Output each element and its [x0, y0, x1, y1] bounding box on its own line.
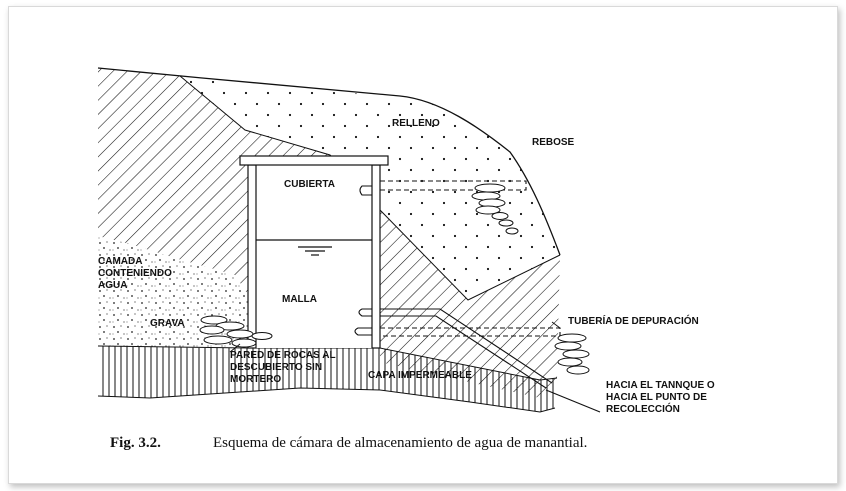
- label-hacia-1: HACIA EL TANNQUE O: [606, 380, 715, 391]
- chamber-cover: [239, 155, 389, 166]
- chamber-interior: [256, 165, 372, 348]
- leader-lines: [229, 321, 561, 353]
- caption-number: Fig. 3.2.: [110, 435, 161, 451]
- label-pared-2: DESCUBIERTO SIN: [230, 362, 322, 373]
- label-camada-1: CAMADA: [98, 256, 142, 267]
- label-pared-3: MORTERO: [230, 374, 281, 385]
- label-relleno: RELLENO: [392, 118, 440, 129]
- label-camada-3: AGUA: [98, 280, 127, 291]
- rock-pile-rebose: [471, 183, 519, 235]
- ground-surface-line: [97, 67, 561, 256]
- rock-pile-outlet: [554, 333, 590, 375]
- label-pared-1: PARED DE ROCAS AL: [230, 350, 336, 361]
- label-malla: MALLA: [282, 294, 317, 305]
- chamber-wall-left: [247, 164, 257, 349]
- rock-pile-wall: [199, 315, 273, 348]
- label-capa: CAPA IMPERMEABLE: [368, 370, 472, 381]
- label-hacia-2: HACIA EL PUNTO DE: [606, 392, 707, 403]
- label-grava: GRAVA: [150, 318, 185, 329]
- label-camada-2: CONTENIENDO: [98, 268, 172, 279]
- overflow-pipe: [359, 180, 527, 196]
- label-hacia-3: RECOLECCIÓN: [606, 402, 680, 415]
- caption-text: Esquema de cámara de almacenamiento de a…: [213, 435, 587, 451]
- label-tuberia: TUBERÍA DE DEPURACIÓN: [568, 314, 699, 327]
- label-rebose: REBOSE: [532, 137, 575, 148]
- upper-soil-hatch: [98, 68, 560, 398]
- label-cubierta: CUBIERTA: [284, 179, 335, 190]
- chamber-wall-right: [371, 164, 381, 349]
- drain-pipes: [354, 308, 601, 413]
- water-level-symbol: [298, 246, 332, 256]
- impermeable-layer: [98, 346, 557, 412]
